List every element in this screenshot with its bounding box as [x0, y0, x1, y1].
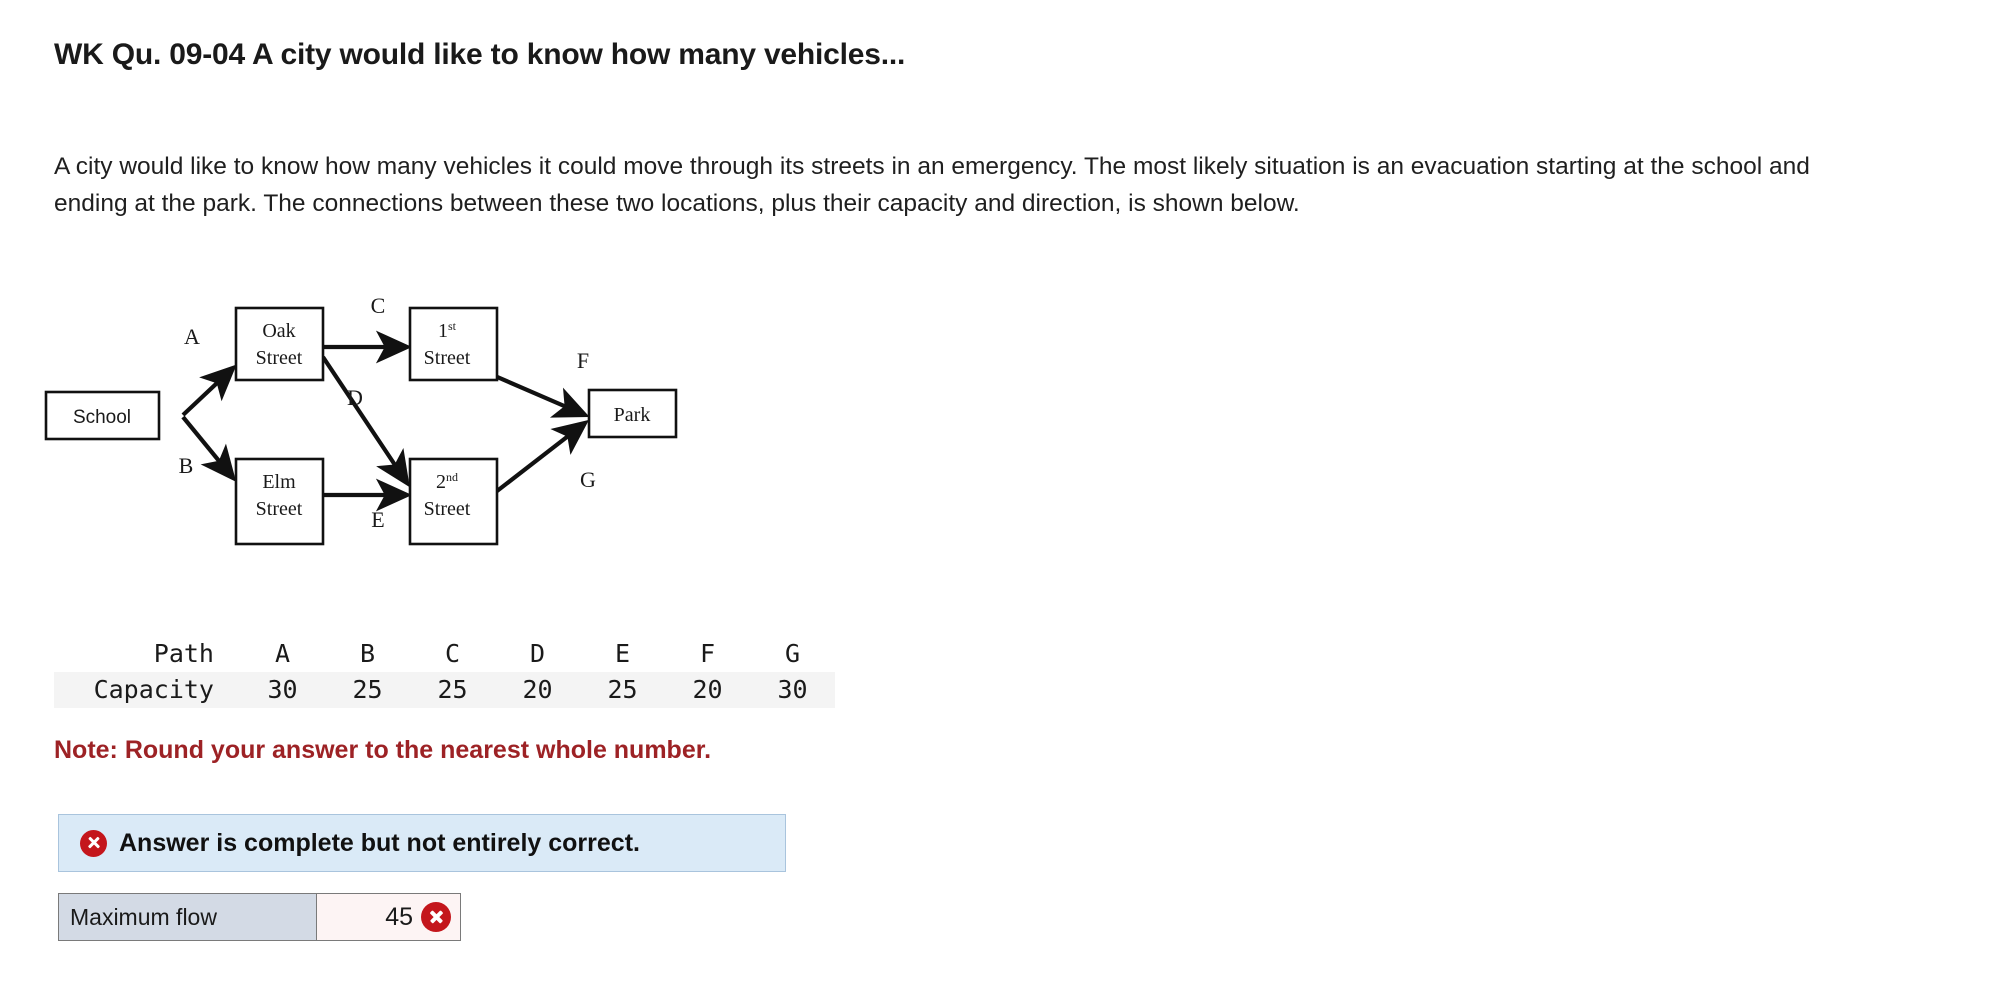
node-label-1st-line2: Street — [424, 347, 471, 369]
path-cell-d: D — [529, 639, 546, 668]
capacity-cell-a: 30 — [267, 675, 298, 704]
table-row-path: Path A B C D E F G — [54, 636, 835, 672]
path-cell-c: C — [444, 639, 461, 668]
edge-label-f: F — [577, 348, 589, 373]
node-label-elm-line2: Street — [256, 498, 303, 520]
edge-b-line — [181, 415, 237, 482]
node-label-school: School — [73, 407, 131, 428]
page-title: WK Qu. 09-04 A city would like to know h… — [54, 38, 906, 71]
path-cell-b: B — [359, 639, 376, 668]
edge-d-line — [321, 355, 410, 488]
edge-f-line — [487, 371, 590, 418]
node-label-2nd-number: 2 — [436, 471, 446, 493]
path-cell-e: E — [614, 639, 631, 668]
row-header-capacity: Capacity — [93, 675, 214, 704]
node-label-2nd-line2: Street — [424, 498, 471, 520]
network-flow-diagram: School Oak Street Elm Street 1st Street … — [40, 285, 940, 595]
diagram-edges — [181, 330, 590, 512]
node-label-oak-line2: Street — [256, 347, 303, 369]
capacity-table: Path A B C D E F G Capacity 30 25 25 20 … — [54, 636, 835, 708]
answer-label: Maximum flow — [59, 894, 317, 940]
capacity-cell-c: 25 — [437, 675, 468, 704]
answer-value: 45 — [385, 902, 413, 931]
edge-label-c: C — [371, 293, 386, 318]
node-box-park — [587, 388, 678, 439]
row-header-path: Path — [153, 639, 214, 668]
path-cell-a: A — [274, 639, 291, 668]
diagram-edge-labels: A B C D E F G — [179, 293, 596, 532]
edge-g-line — [486, 419, 589, 500]
node-label-park: Park — [614, 404, 651, 426]
capacity-cell-b: 25 — [352, 675, 383, 704]
edge-a-line — [181, 364, 237, 417]
node-box-school — [44, 390, 161, 441]
feedback-banner: Answer is complete but not entirely corr… — [58, 814, 786, 872]
path-cell-f: F — [699, 639, 716, 668]
node-box-oak-street — [234, 306, 325, 382]
node-label-1st-suffix: st — [448, 319, 457, 333]
capacity-cell-g: 30 — [777, 675, 808, 704]
node-box-1st-street — [408, 306, 499, 382]
table-row-capacity: Capacity 30 25 25 20 25 20 30 — [54, 672, 835, 708]
edge-label-a: A — [184, 324, 200, 349]
edge-label-e: E — [371, 507, 384, 532]
node-box-2nd-street — [408, 457, 499, 546]
node-box-elm-street — [234, 457, 325, 546]
edge-label-b: B — [179, 453, 194, 478]
node-label-elm-line1: Elm — [262, 471, 296, 493]
capacity-cell-d: 20 — [522, 675, 553, 704]
rounding-note: Note: Round your answer to the nearest w… — [54, 736, 712, 764]
diagram-nodes — [44, 306, 678, 546]
node-label-oak-line1: Oak — [262, 320, 295, 342]
node-label-2nd-suffix: nd — [446, 470, 458, 484]
node-label-2nd-line1: 2nd — [436, 470, 458, 493]
path-cell-g: G — [784, 639, 801, 668]
node-label-1st-line1: 1st — [438, 319, 457, 342]
question-body-text: A city would like to know how many vehic… — [54, 153, 1810, 217]
node-label-1st-number: 1 — [438, 320, 448, 342]
capacity-cell-e: 25 — [607, 675, 638, 704]
circle-x-icon — [421, 902, 451, 932]
answer-row: Maximum flow 45 — [58, 893, 461, 941]
circle-x-icon — [80, 829, 107, 857]
edge-label-g: G — [580, 467, 596, 492]
feedback-banner-text: Answer is complete but not entirely corr… — [119, 828, 640, 857]
answer-value-cell[interactable]: 45 — [317, 894, 460, 940]
capacity-cell-f: 20 — [692, 675, 723, 704]
edge-label-d: D — [347, 385, 363, 410]
